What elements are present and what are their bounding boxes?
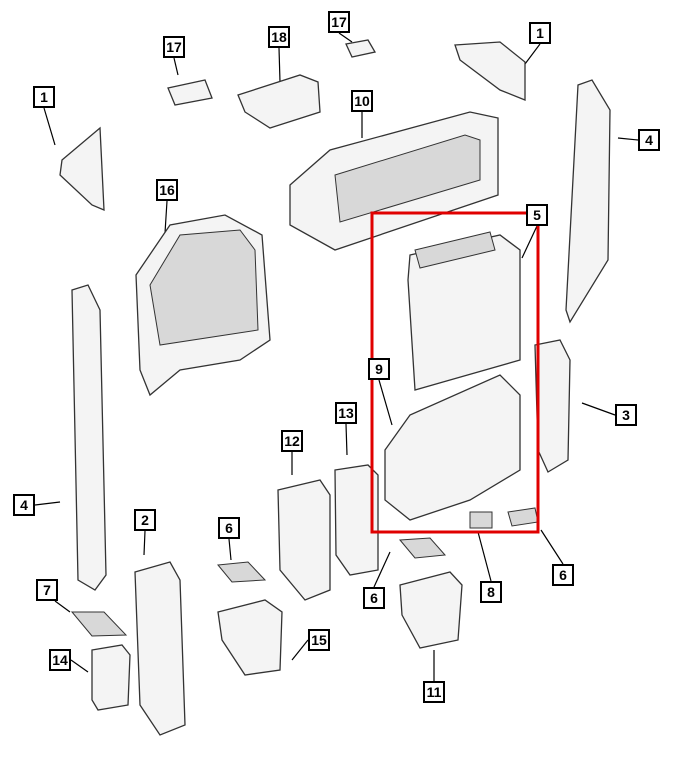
switch	[469, 511, 493, 529]
end-cap-right	[454, 41, 526, 101]
part-shapes	[59, 39, 611, 736]
callout-10: 10	[351, 90, 373, 112]
callout-1: 1	[33, 86, 55, 108]
callout-4: 4	[638, 129, 660, 151]
callout-17: 17	[328, 11, 350, 33]
callout-14: 14	[49, 649, 71, 671]
air-outlet-right	[534, 339, 571, 473]
callout-15: 15	[308, 629, 330, 651]
callout-1: 1	[529, 22, 551, 44]
mat-center	[398, 537, 447, 559]
callout-9: 9	[368, 358, 390, 380]
air-outlet-center-left	[277, 479, 331, 601]
mat-small	[70, 611, 128, 637]
callout-8: 8	[480, 581, 502, 603]
bezel-small-top	[345, 39, 377, 58]
callout-6: 6	[552, 564, 574, 586]
trim-panel-left	[71, 284, 107, 591]
callout-12: 12	[281, 430, 303, 452]
callout-4: 4	[13, 494, 35, 516]
air-outlet-center-right	[334, 464, 379, 576]
glove-box-bin	[384, 374, 521, 521]
end-cap-left	[59, 126, 105, 211]
callout-6: 6	[363, 587, 385, 609]
air-outlet-left	[134, 561, 186, 736]
callout-13: 13	[335, 402, 357, 424]
cup-holder-right	[399, 571, 463, 649]
callout-16: 16	[156, 179, 178, 201]
glove-box-door	[407, 234, 521, 391]
callout-17: 17	[163, 36, 185, 58]
glove-box-hinge	[414, 231, 496, 269]
storage-bin-opening	[334, 134, 481, 223]
cluster-bezel-window	[149, 229, 259, 346]
instrument-cluster	[237, 74, 321, 129]
callout-5: 5	[526, 204, 548, 226]
mat-right	[507, 507, 539, 527]
callout-18: 18	[268, 26, 290, 48]
bezel-small-left	[167, 79, 213, 106]
callout-7: 7	[36, 579, 58, 601]
cup-holder-left	[217, 599, 283, 676]
trim-panel-right	[565, 79, 611, 324]
callout-6: 6	[218, 517, 240, 539]
callout-2: 2	[134, 509, 156, 531]
callout-3: 3	[615, 404, 637, 426]
bracket	[91, 644, 131, 711]
mat-left	[217, 561, 267, 583]
callout-11: 11	[423, 681, 445, 703]
leader-lines	[34, 32, 639, 681]
